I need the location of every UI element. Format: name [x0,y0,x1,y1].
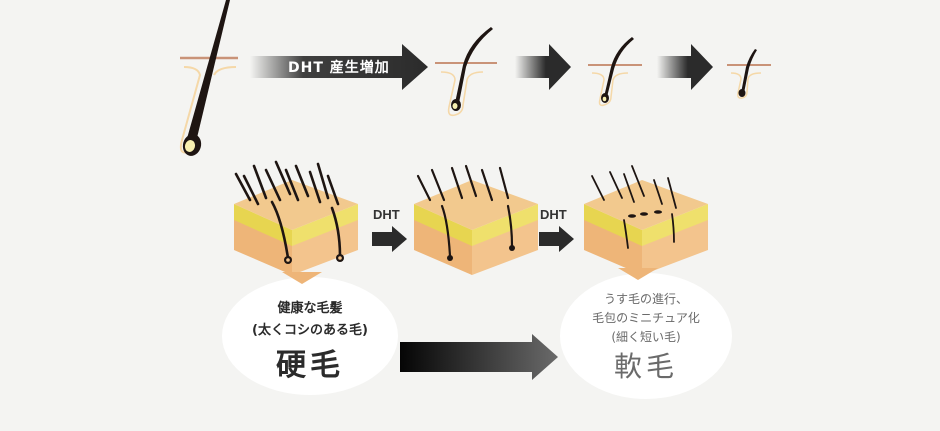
hair-follicle-stage-4 [727,49,771,99]
scalp-block-sparse [584,165,708,275]
hair-follicle-thick [179,0,238,156]
dht-step-arrow-1 [372,226,407,252]
healthy-hair-caption: 健康な毛髪 (太くコシのある毛) 硬毛 [222,297,398,384]
thinning-hair-line3: (細く短い毛) [611,330,681,344]
healthy-hair-pointer [282,272,322,284]
dht-step-label-2: DHT [540,207,567,222]
dht-step-arrow-2 [539,226,574,252]
transition-arrow [400,334,558,380]
thinning-hair-pointer [618,268,658,280]
thinning-hair-bubble [560,273,732,399]
dht-step-label-1: DHT [373,207,400,222]
healthy-hair-bubble [222,277,398,395]
hair-follicle-stage-3 [588,37,642,107]
scalp-block-dense [234,160,358,275]
hair-follicle-stage-2 [435,27,497,117]
thinning-hair-title: 軟毛 [613,350,678,383]
dht-increase-label: DHT 産生増加 [288,60,390,76]
thinning-hair-caption: うす毛の進行、 毛包のミニチュア化 (細く短い毛) 軟毛 [560,290,732,385]
healthy-hair-title: 硬毛 [276,348,344,383]
thinning-hair-line2: 毛包のミニチュア化 [592,311,700,325]
progress-arrow-1 [515,44,571,90]
scalp-block-medium [414,164,538,275]
progress-arrow-2 [657,44,713,90]
healthy-hair-line1: 健康な毛髪 [277,301,343,316]
dht-increase-arrow [250,44,428,90]
thinning-hair-line1: うす毛の進行、 [603,292,688,306]
healthy-hair-line2: (太くコシのある毛) [252,323,368,338]
